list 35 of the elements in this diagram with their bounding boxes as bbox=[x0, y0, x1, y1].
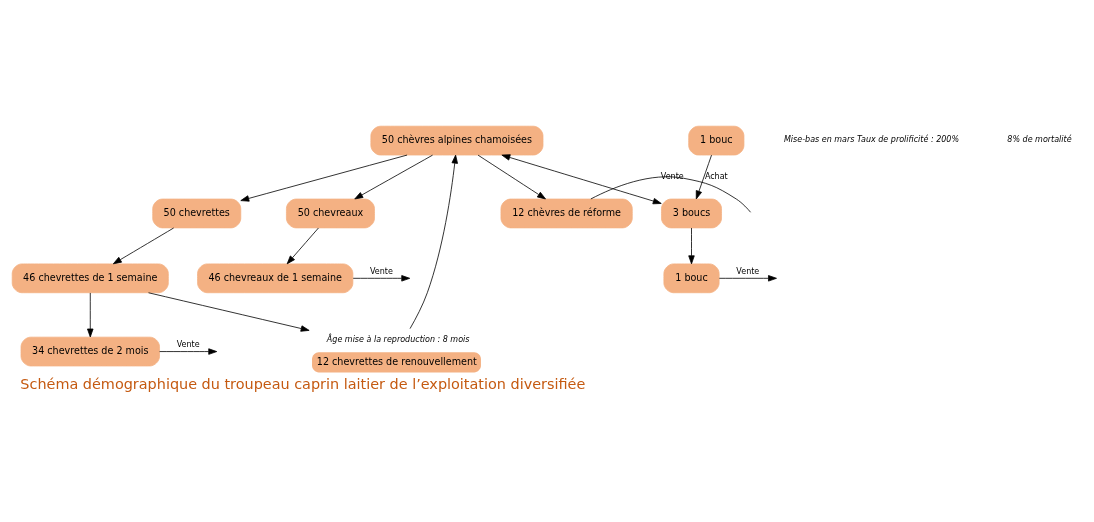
arrow bbox=[286, 227, 319, 264]
node-box: 46 chevreaux de 1 semaine bbox=[197, 263, 354, 293]
node-box: 12 chèvres de réforme bbox=[500, 198, 633, 228]
edge-label: Achat bbox=[704, 171, 728, 181]
diagram-title: Schéma démographique du troupeau caprin laitier de l’exploitation diversifiée bbox=[20, 375, 586, 392]
node-box: 46 chevrettes de 1 semaine bbox=[11, 263, 169, 293]
edge-label: Vente bbox=[736, 266, 760, 276]
arrow bbox=[148, 291, 310, 332]
arrow bbox=[718, 274, 777, 281]
arrow bbox=[477, 154, 546, 199]
arrow bbox=[688, 227, 695, 264]
node-box: 34 chevrettes de 2 mois bbox=[20, 336, 160, 366]
edge-label: Vente bbox=[369, 266, 393, 276]
node-box: 12 chevrettes de renouvellement bbox=[312, 351, 481, 372]
arrow bbox=[87, 292, 94, 337]
node-box: 50 chevrettes bbox=[152, 198, 242, 228]
arrow bbox=[501, 153, 662, 204]
node-box: 50 chevreaux bbox=[286, 198, 375, 228]
node-box: 1 bouc bbox=[663, 263, 720, 293]
connector bbox=[590, 175, 751, 213]
arrow bbox=[352, 274, 411, 281]
arrow bbox=[159, 347, 218, 355]
label: Mise-bas en mars Taux de prolificité : 200% bbox=[783, 134, 960, 144]
arrow bbox=[240, 154, 408, 202]
edge-label: Vente bbox=[660, 171, 684, 181]
node-box: 50 chèvres alpines chamoisées bbox=[370, 125, 544, 155]
node-label: Âge mise à la reproduction : 8 mois bbox=[326, 334, 470, 344]
arrow bbox=[409, 154, 458, 329]
node-box: 3 boucs bbox=[661, 198, 722, 228]
node-box: 1 bouc bbox=[688, 125, 745, 155]
arrow bbox=[695, 154, 712, 199]
arrow bbox=[354, 154, 433, 199]
arrow bbox=[112, 227, 175, 264]
label: 8% de mortalité bbox=[1007, 134, 1072, 144]
edge-label: Vente bbox=[176, 339, 200, 349]
